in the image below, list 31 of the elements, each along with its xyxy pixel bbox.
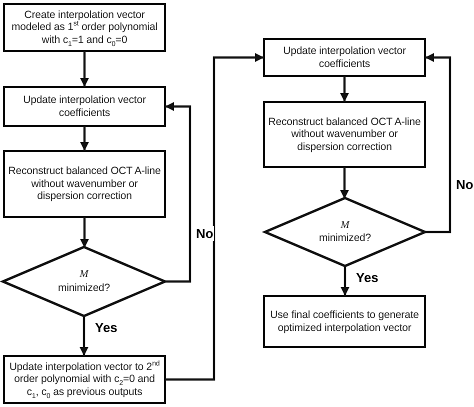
arrow [425,53,452,234]
box-text: Update interpolation vector coefficients [22,94,147,119]
box-text: Use final coefficients to generate optimized interpolation vector [269,309,420,334]
arrow [340,168,349,199]
process-box [263,101,426,168]
arrow [166,53,264,381]
box-text: Reconstruct balanced OCT A-line without wavenumber or dispersion correction [8,165,161,203]
box-text: Update interpolation vector coefficients [282,45,407,70]
arrow [80,127,89,151]
box-text: Create interpolation vector modeled as 1$^{st}$ order polynomial with c$_{1}$=1 and c$_{0}$=0 [10,8,158,46]
edge-label: No [195,226,214,241]
variable-label: M [340,220,350,232]
edge-label: Yes [94,320,118,335]
process-box [3,86,166,127]
process-box [263,38,426,77]
edge-label: Yes [355,270,380,285]
arrow [80,52,89,87]
variable-label: M [80,269,88,282]
arrow [340,77,349,102]
process-box [3,3,166,52]
box-text: Update interpolation vector to 2$^{nd}$ order polynomial with c$_{2}$=0 and c$_{1}$, c$_{0}$ as previous outputs [8,360,161,398]
process-box [3,355,166,404]
arrow [165,102,192,283]
decision-text: minimized? [58,282,110,294]
decision-text: minimized? [318,232,372,244]
process-box [263,295,426,348]
arrow [80,316,88,356]
process-box [3,150,166,218]
arrow [340,266,350,296]
arrow [80,218,89,248]
box-text: Reconstruct balanced OCT A-line without wavenumber or dispersion correction [268,116,421,154]
